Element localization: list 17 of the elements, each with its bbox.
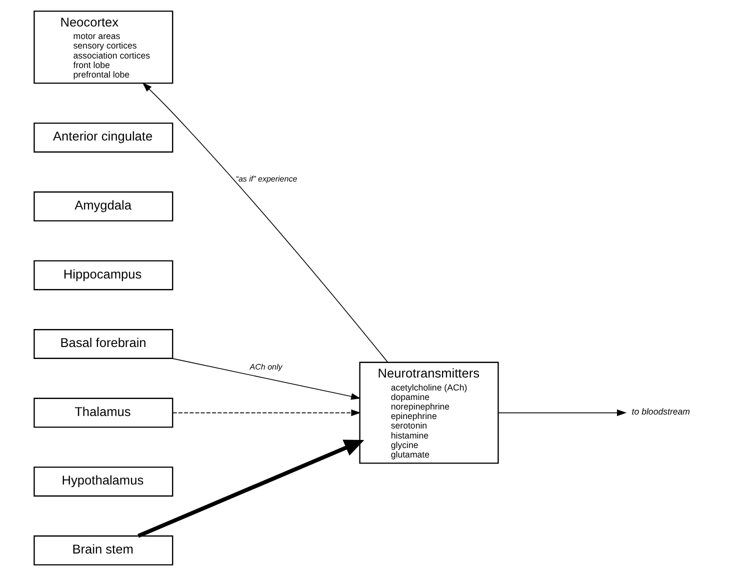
arrow xyxy=(172,409,360,416)
node-box: Neocortex motor areas sensory cortices association cortices front lobe prefrontal lobe xyxy=(33,10,173,84)
node-box: Neurotransmitters acetylcholine (ACh) dopamine norepinephrine epinephrine serotonin histamine glycine glutamate xyxy=(358,362,498,464)
node-text: to bloodstream xyxy=(631,406,690,416)
node-box: Anterior cingulate xyxy=(33,122,173,153)
arrow xyxy=(136,440,364,538)
edge-label: “as if” experience xyxy=(235,174,297,184)
arrow xyxy=(171,358,360,400)
node-box: Brain stem xyxy=(33,535,173,566)
arrow xyxy=(498,409,626,416)
edge-label: ACh only xyxy=(249,362,282,372)
node-box: Amygdala xyxy=(33,191,173,222)
arrow xyxy=(142,82,388,363)
node-box: Basal forebrain xyxy=(33,329,173,359)
node-box: Hypothalamus xyxy=(33,466,173,497)
node-box: Hippocampus xyxy=(33,260,173,290)
node-box: Thalamus xyxy=(33,398,173,428)
